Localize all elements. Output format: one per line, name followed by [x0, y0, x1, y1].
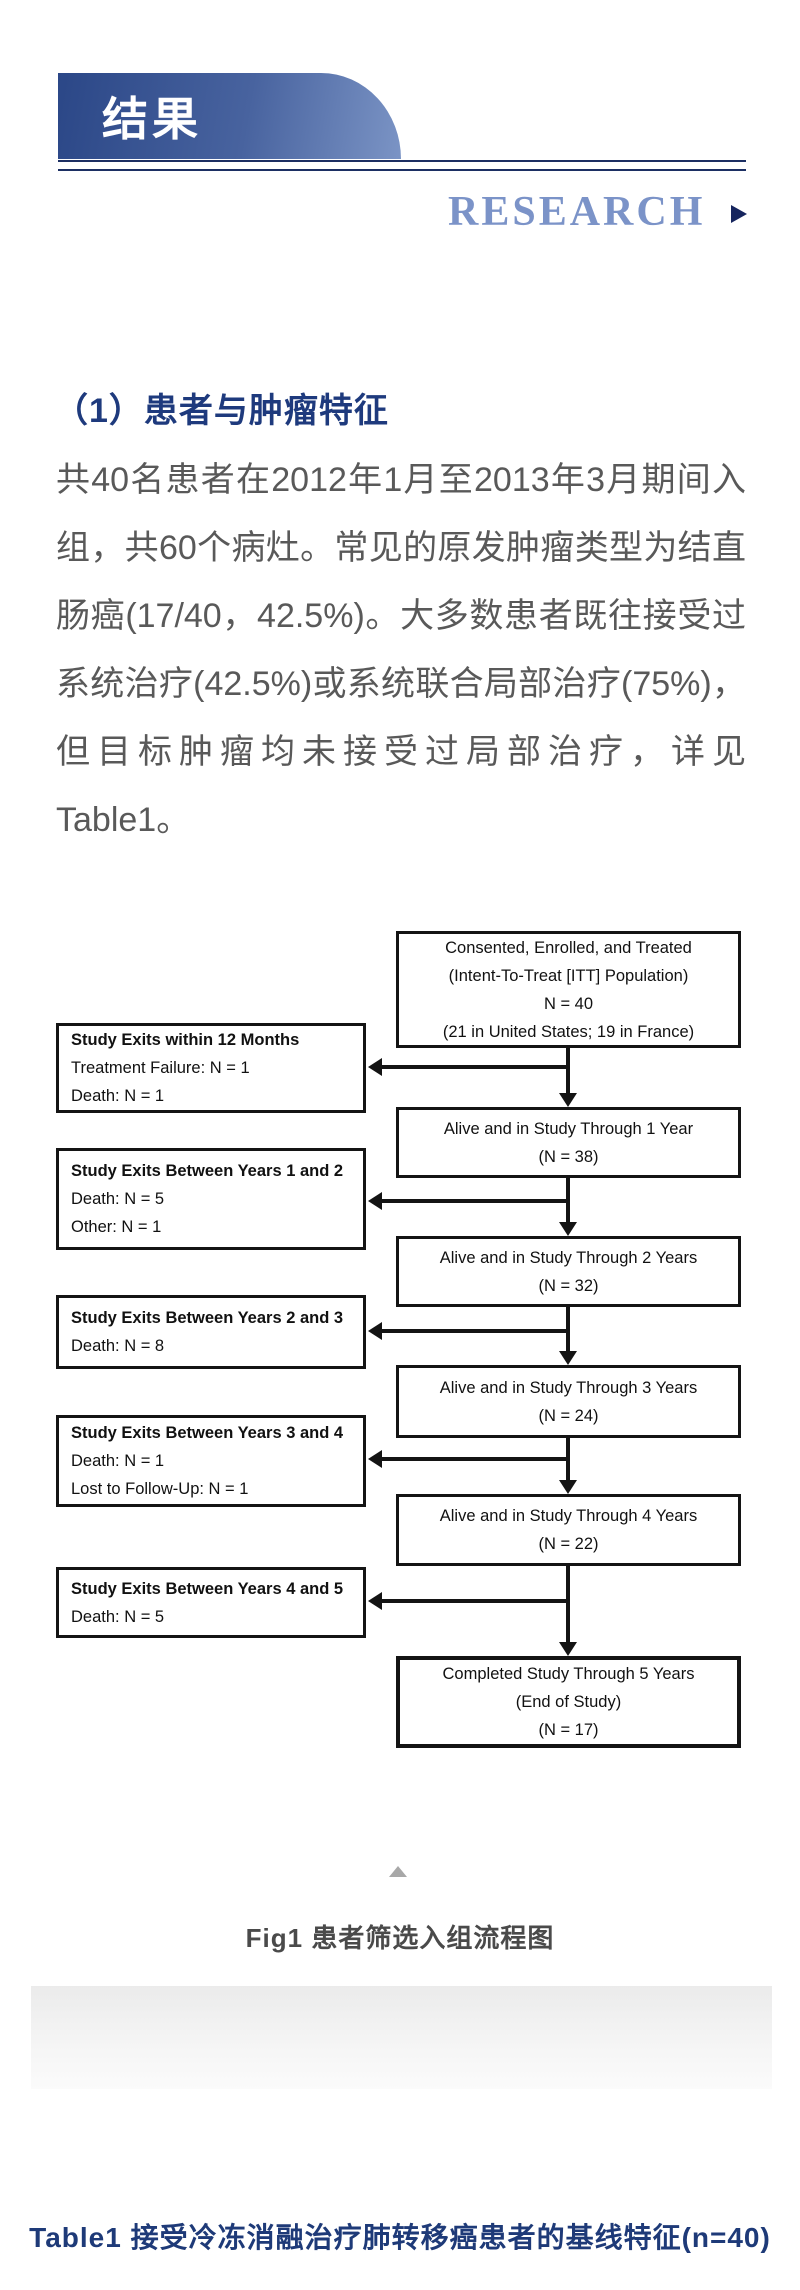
flowchart-text-line: Death: N = 5	[71, 1190, 165, 1208]
flowchart-connector-line	[382, 1065, 570, 1069]
flowchart-box-exits-12mo: Study Exits within 12 Months Treatment F…	[56, 1023, 366, 1113]
arrow-left-icon	[368, 1450, 382, 1468]
divider-line-top	[58, 160, 746, 162]
flowchart-text-line: Other: N = 1	[71, 1218, 162, 1236]
flowchart-text-line: Death: N = 1	[71, 1087, 165, 1105]
research-label: RESEARCH	[448, 189, 748, 235]
results-banner-title: 结果	[102, 94, 202, 145]
flowchart-connector-line	[382, 1457, 570, 1461]
flowchart-text-line: Death: N = 1	[71, 1452, 165, 1470]
flowchart-text-line: (Intent-To-Treat [ITT] Population)	[448, 966, 689, 985]
arrow-down-icon	[559, 1222, 577, 1236]
flowchart-connector-line	[566, 1048, 570, 1093]
up-triangle-icon	[389, 1866, 407, 1877]
flowchart-text-line: Completed Study Through 5 Years	[442, 1665, 695, 1683]
flowchart-text-line: Alive and in Study Through 2 Years	[439, 1248, 698, 1267]
arrow-down-icon	[559, 1351, 577, 1365]
arrow-down-icon	[559, 1642, 577, 1656]
flowchart-box-exits-y2-3: Study Exits Between Years 2 and 3 Death:…	[56, 1295, 366, 1369]
flowchart-text-line: Lost to Follow-Up: N = 1	[71, 1480, 249, 1498]
section-background-band	[31, 1986, 772, 2089]
flowchart-text-line: (N = 24)	[538, 1406, 599, 1425]
flowchart-box-exits-y3-4: Study Exits Between Years 3 and 4 Death:…	[56, 1415, 366, 1507]
arrow-left-icon	[368, 1192, 382, 1210]
flowchart-exit-title: Study Exits within 12 Months	[71, 1031, 300, 1049]
research-label-text: RESEARCH	[448, 189, 706, 235]
divider-line-bottom	[58, 169, 746, 171]
flowchart-text-line: Death: N = 5	[71, 1607, 165, 1626]
flowchart-exit-title: Study Exits Between Years 2 and 3	[71, 1309, 344, 1327]
flowchart-text-line: (N = 32)	[538, 1276, 599, 1295]
results-banner: 结果	[58, 73, 401, 159]
arrow-down-icon	[559, 1093, 577, 1107]
table1-title: Table1 接受冷冻消融治疗肺转移癌患者的基线特征(n=40)	[29, 2222, 771, 2253]
flowchart-text-line: N = 40	[543, 994, 594, 1013]
flowchart-text-line: Treatment Failure: N = 1	[71, 1059, 250, 1077]
flowchart-box-year3: Alive and in Study Through 3 Years (N = …	[396, 1365, 741, 1438]
flowchart-text-line: Alive and in Study Through 3 Years	[439, 1378, 698, 1397]
flowchart-box-exits-y1-2: Study Exits Between Years 1 and 2 Death:…	[56, 1148, 366, 1250]
flowchart-text-line: Death: N = 8	[71, 1337, 165, 1355]
flowchart-connector-line	[382, 1329, 570, 1333]
flowchart-connector-line	[566, 1566, 570, 1644]
flowchart-text-line: (N = 38)	[538, 1147, 599, 1166]
flowchart-connector-line	[382, 1199, 570, 1203]
flowchart-box-year4: Alive and in Study Through 4 Years (N = …	[396, 1494, 741, 1566]
flowchart-text-line: Consented, Enrolled, and Treated	[445, 938, 692, 957]
flowchart-exit-title: Study Exits Between Years 3 and 4	[71, 1424, 344, 1442]
flowchart-box-itt: Consented, Enrolled, and Treated (Intent…	[396, 931, 741, 1048]
arrow-left-icon	[368, 1322, 382, 1340]
flowchart-text-line: (N = 17)	[538, 1721, 599, 1739]
arrow-left-icon	[368, 1058, 382, 1076]
flowchart-text-line: Alive and in Study Through 4 Years	[439, 1507, 698, 1525]
arrow-left-icon	[368, 1592, 382, 1610]
flowchart-text-line: (21 in United States; 19 in France)	[442, 1022, 695, 1041]
figure-caption: Fig1 患者筛选入组流程图	[245, 1923, 555, 1953]
flowchart-exit-title: Study Exits Between Years 4 and 5	[71, 1579, 344, 1598]
flowchart-text-line: (End of Study)	[515, 1693, 622, 1711]
flowchart-text-line: Alive and in Study Through 1 Year	[443, 1119, 694, 1138]
flowchart-box-year2: Alive and in Study Through 2 Years (N = …	[396, 1236, 741, 1307]
flowchart-box-completed: Completed Study Through 5 Years (End of …	[396, 1656, 741, 1748]
flowchart-box-year1: Alive and in Study Through 1 Year (N = 3…	[396, 1107, 741, 1178]
flowchart-box-exits-y4-5: Study Exits Between Years 4 and 5 Death:…	[56, 1567, 366, 1638]
flowchart-exit-title: Study Exits Between Years 1 and 2	[71, 1162, 344, 1180]
right-triangle-icon	[731, 205, 748, 223]
flowchart-text-line: (N = 22)	[538, 1535, 599, 1553]
arrow-down-icon	[559, 1480, 577, 1494]
flowchart-connector-line	[382, 1599, 570, 1603]
section-heading: （1）患者与肿瘤特征	[54, 392, 389, 430]
body-paragraph: 共40名患者在2012年1月至2013年3月期间入组，共60个病灶。常见的原发肿…	[56, 461, 746, 839]
